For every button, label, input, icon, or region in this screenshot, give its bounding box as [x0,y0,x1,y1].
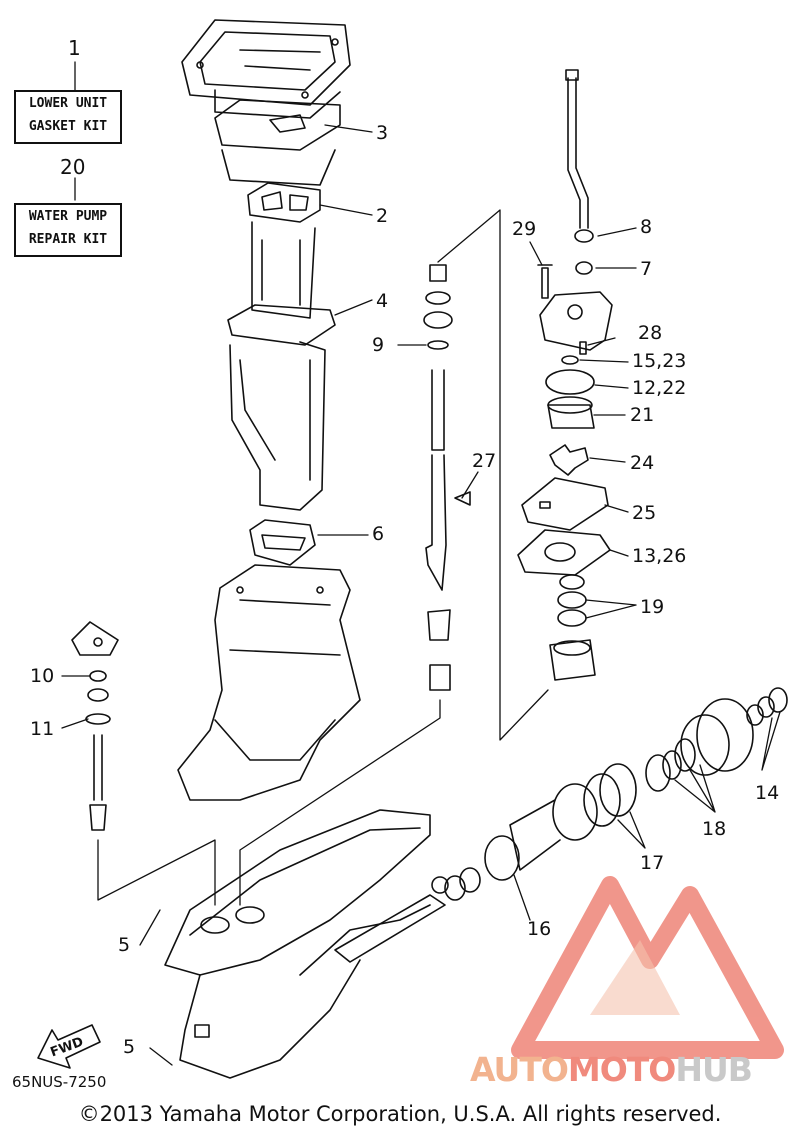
lower-upper-casing [177,564,361,801]
callout-5-lower: 5 [123,1036,136,1058]
bolt-29 [537,264,553,299]
water-pump-repair-kit-box: WATER PUMP REPAIR KIT [14,203,122,257]
lower-unit-gasket-kit-box: LOWER UNIT GASKET KIT [14,90,122,144]
callout-15-23: 15,23 [632,350,687,372]
callout-27: 27 [472,450,497,472]
gasket-13 [517,529,611,576]
brand-part-moto: MOTO [567,1050,676,1089]
oring-11 [85,713,111,725]
callout-18: 18 [702,818,727,840]
diagram-code: 65NUS-7250 [12,1073,107,1091]
gear-case [164,809,431,1079]
callout-13-26: 13,26 [632,545,687,567]
gasket-4 [227,304,336,346]
kit-line2: REPAIR KIT [28,232,108,247]
impeller-24 [549,444,589,476]
kit-line1: LOWER UNIT [28,96,108,111]
reverse-gear [680,698,754,776]
brand-part-hub: HUB [675,1050,753,1089]
shift-cover [71,621,119,656]
callout-4: 4 [376,290,389,312]
shift-rod [89,734,107,831]
callout-24: 24 [630,452,655,474]
callout-12-22: 12,22 [632,377,687,399]
callout-8: 8 [640,216,653,238]
callout-2: 2 [376,205,389,227]
upper-plate-part [181,19,351,119]
insert-21 [547,396,595,429]
gasket-2 [247,182,321,223]
oring-16 [484,835,520,881]
part-27 [454,491,471,506]
gasket-6 [249,519,316,566]
drive-shaft [423,264,453,691]
kit-line1: WATER PUMP [28,209,108,224]
part-10 [87,670,109,702]
callout-28: 28 [638,322,663,344]
callout-9: 9 [372,334,385,356]
seal-7 [575,261,593,275]
kit-number-water-pump: 20 [60,155,86,179]
grommet-8 [574,229,594,243]
oring-12 [545,369,595,395]
gasket-3 [214,99,341,186]
oring-15 [561,355,579,365]
callout-17: 17 [640,852,665,874]
brand-part-auto: AUTO [470,1050,569,1089]
seal-16-group [444,867,481,901]
bearing-housing [509,783,598,871]
upper-case [229,341,326,511]
oil-seal-housing [549,639,596,681]
copyright-notice: ©2013 Yamaha Motor Corporation, U.S.A. A… [78,1102,722,1126]
callout-16: 16 [527,918,552,940]
kit-line2: GASKET KIT [28,119,108,134]
callout-14: 14 [755,782,780,804]
watermark-logo [511,876,784,1059]
propshaft [334,876,449,963]
leader-lines [61,61,781,1066]
fwd-arrow [37,1024,101,1069]
callout-7: 7 [640,258,653,280]
oring-17 [583,763,637,827]
seal-19 [557,574,587,627]
callout-25: 25 [632,502,657,524]
water-tube [565,69,589,229]
shim-18 [645,738,696,792]
kit-number-lower-unit: 1 [68,36,81,60]
callout-29: 29 [512,218,537,240]
callout-11: 11 [30,718,55,740]
callout-6: 6 [372,523,385,545]
callout-5-upper: 5 [118,934,131,956]
watermark-brand: AUTOMOTOHUB [470,1050,753,1089]
plate-25 [521,477,609,531]
callout-19: 19 [640,596,665,618]
callout-3: 3 [376,122,389,144]
bearing-14 [746,687,788,726]
exhaust-tube [251,221,316,319]
callout-10: 10 [30,665,55,687]
pump-housing [539,291,613,351]
callout-21: 21 [630,404,655,426]
pin-28 [579,341,587,355]
